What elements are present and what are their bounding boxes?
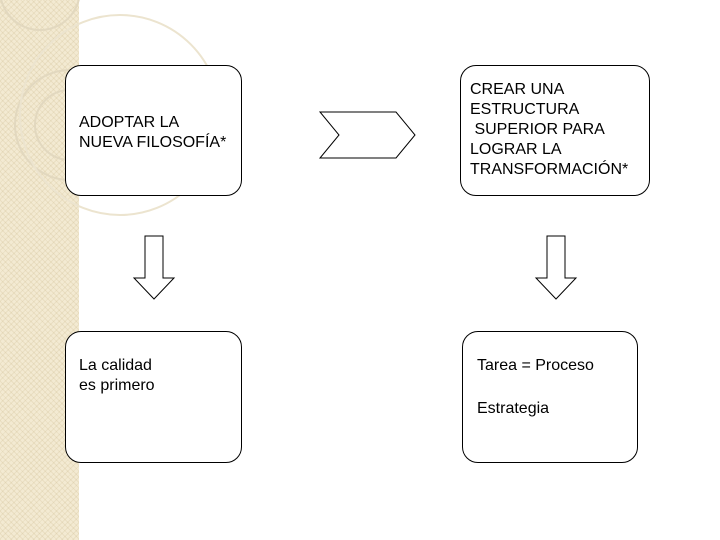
box-adoptar-filosofia: ADOPTAR LA NUEVA FILOSOFÍA* <box>65 65 242 196</box>
box-crear-estructura: CREAR UNA ESTRUCTURA SUPERIOR PARA LOGRA… <box>460 65 650 196</box>
box-tarea-proceso: Tarea = Proceso Estrategia <box>462 331 638 463</box>
box-calidad-primero-text: La calidad es primero <box>79 357 155 394</box>
box-tarea-proceso-line1: Tarea = Proceso <box>477 357 594 374</box>
chevron-right-arrow <box>318 111 416 159</box>
down-arrow-right <box>534 235 578 300</box>
box-calidad-primero: La calidad es primero <box>65 331 242 463</box>
box-crear-estructura-text: CREAR UNA ESTRUCTURA SUPERIOR PARA LOGRA… <box>470 81 629 178</box>
down-arrow-left <box>132 235 176 300</box>
box-tarea-proceso-line2: Estrategia <box>477 400 550 417</box>
box-adoptar-filosofia-text: ADOPTAR LA NUEVA FILOSOFÍA* <box>79 114 227 151</box>
